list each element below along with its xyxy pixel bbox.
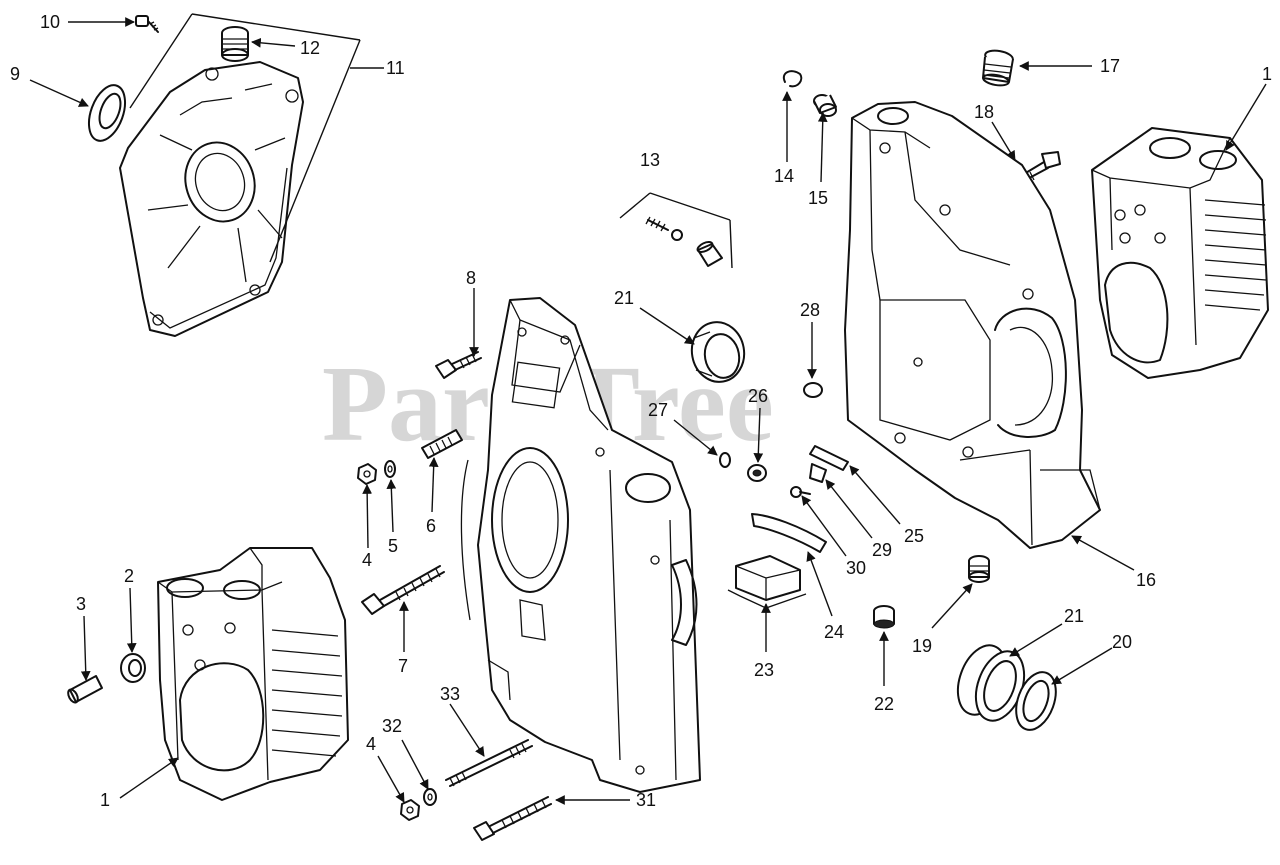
part-washer-upper (384, 460, 396, 478)
part-crankcase-right (844, 101, 1101, 549)
callout-19: 19 (912, 636, 932, 656)
callout-1-top: 1 (1262, 64, 1272, 84)
callout-32: 32 (382, 716, 402, 736)
part-grommet (747, 464, 767, 482)
callout-20: 20 (1112, 632, 1132, 652)
part-cap-plug (873, 605, 895, 629)
part-cylinder-lower (157, 547, 349, 801)
callout-29: 29 (872, 540, 892, 560)
part-cover-plate (119, 61, 304, 337)
part-drain-plug (968, 555, 990, 583)
part-washer-lower (423, 788, 437, 806)
part-o-ring (719, 452, 731, 468)
callout-28: 28 (800, 300, 820, 320)
part-cylinder-upper (1091, 127, 1269, 379)
part-seal-ring (120, 653, 146, 683)
callout-4-top: 4 (362, 550, 372, 570)
callout-16: 16 (1136, 570, 1156, 590)
callout-31: 31 (636, 790, 656, 810)
part-dowel-pin (67, 675, 103, 704)
callout-10: 10 (40, 12, 60, 32)
leader-lines (29, 17, 1267, 805)
part-nut-lower (400, 799, 420, 821)
callout-33: 33 (440, 684, 460, 704)
callout-8: 8 (466, 268, 476, 288)
part-long-bolt (361, 565, 445, 615)
part-retaining-clip (782, 70, 803, 88)
cover-assembly-bracket (129, 13, 384, 263)
callout-11: 11 (386, 58, 405, 78)
callout-2: 2 (124, 566, 134, 586)
callout-12: 12 (300, 38, 320, 58)
part-small-ring (803, 382, 823, 398)
callout-26: 26 (748, 386, 768, 406)
part-crankcase-center (460, 297, 701, 793)
callout-25: 25 (904, 526, 924, 546)
callout-27: 27 (648, 400, 668, 420)
callout-3: 3 (76, 594, 86, 614)
part-tube (809, 445, 849, 471)
callout-21-top: 21 (614, 288, 634, 308)
part-oil-seal (87, 84, 127, 142)
part-oil-plug (221, 26, 249, 62)
part-stud (421, 429, 463, 459)
callout-24: 24 (824, 622, 844, 642)
callout-1-bottom: 1 (100, 790, 110, 810)
callout-5: 5 (388, 536, 398, 556)
part-screw-small (135, 15, 159, 33)
part-small-bracket (809, 463, 827, 483)
part-long-stud (445, 739, 533, 787)
callout-13: 13 (640, 150, 660, 170)
callout-30: 30 (846, 558, 866, 578)
part-bearing-lower (956, 644, 1026, 722)
callout-6: 6 (426, 516, 436, 536)
part-spring-kit (619, 192, 733, 269)
part-bolt-8 (435, 351, 482, 379)
callout-4-bottom: 4 (366, 734, 376, 754)
part-breather-box (727, 555, 807, 609)
callout-labels: 10 12 11 9 13 14 15 17 18 1 8 21 28 27 2… (10, 12, 1272, 810)
part-seal-20 (1015, 671, 1057, 731)
part-screw-30 (790, 486, 811, 498)
part-breather-plug (982, 49, 1014, 87)
part-bushing (813, 94, 837, 117)
part-bolt-18 (1013, 151, 1061, 187)
callout-22: 22 (874, 694, 894, 714)
callout-7: 7 (398, 656, 408, 676)
callout-15: 15 (808, 188, 828, 208)
part-nut-upper (357, 463, 377, 485)
callout-23: 23 (754, 660, 774, 680)
callout-14: 14 (774, 166, 794, 186)
callout-21-bottom: 21 (1064, 606, 1084, 626)
callout-9: 9 (10, 64, 20, 84)
part-bearing-upper (690, 321, 746, 383)
callout-17: 17 (1100, 56, 1120, 76)
callout-18: 18 (974, 102, 994, 122)
part-bolt-31 (473, 796, 552, 841)
part-shield (751, 513, 827, 553)
